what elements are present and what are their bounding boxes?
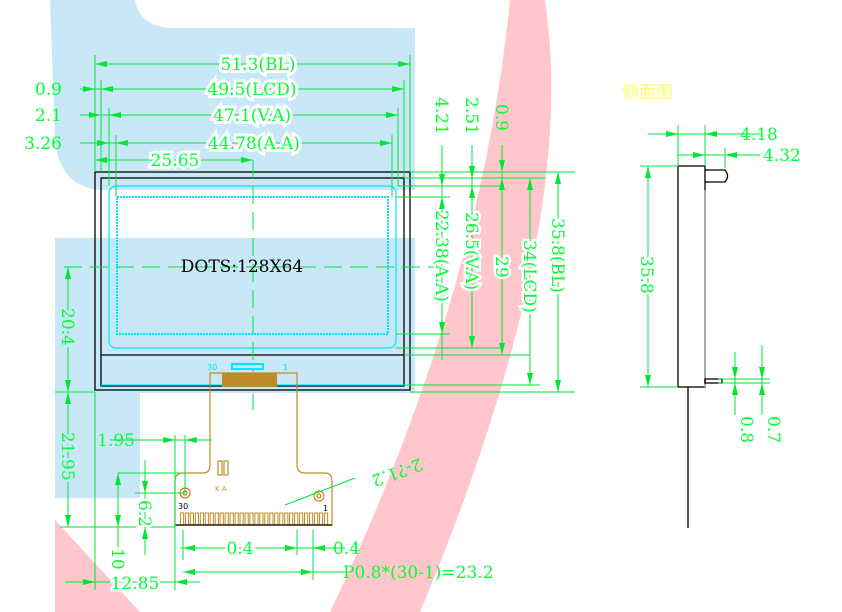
dim-aa-top: 4.21 xyxy=(431,97,451,135)
fpc-hole-right xyxy=(313,490,325,502)
dim-va-width: 47.1(V.A) xyxy=(213,106,291,126)
dim-side-thickness-2: 4.32 xyxy=(763,146,801,166)
gold-finger xyxy=(274,512,279,526)
gold-finger xyxy=(309,512,314,526)
gold-finger xyxy=(323,512,329,526)
gold-finger xyxy=(214,512,219,526)
dim-lcd-glass-height: 29 xyxy=(491,256,511,278)
dim-side-pin-b: 0.7 xyxy=(763,416,783,443)
gold-finger xyxy=(254,512,259,526)
gold-finger xyxy=(318,512,324,526)
gold-finger xyxy=(264,512,269,526)
dim-side-height: 35.8 xyxy=(636,256,656,294)
gold-finger xyxy=(269,512,274,526)
watermark-blue-screen xyxy=(100,238,415,393)
arrowheads xyxy=(65,61,765,585)
gold-finger xyxy=(234,512,239,526)
fpc-marker xyxy=(231,363,264,370)
dim-va-offset: 2.1 xyxy=(35,106,62,126)
gold-finger xyxy=(184,512,190,526)
dim-edge-offset: 12.85 xyxy=(111,574,160,594)
side-tab-top xyxy=(705,169,729,183)
dim-lcd-width: 49.5(LCD) xyxy=(207,80,296,100)
fpc-pin-1-bottom: 1 xyxy=(323,504,328,513)
side-tab-bottom xyxy=(704,378,723,384)
gold-finger xyxy=(279,512,284,526)
dim-lcd-offset: 0.9 xyxy=(35,80,62,100)
gold-finger xyxy=(259,512,264,526)
dimension-labels: 51.3(BL) 49.5(LCD) 47.1(V.A) 44.78(A.A) … xyxy=(24,52,801,597)
gold-finger xyxy=(199,512,205,526)
gold-finger xyxy=(304,512,309,526)
fpc-connector-pads xyxy=(222,373,277,387)
fpc-pin-30-bottom: 30 xyxy=(178,502,188,511)
dim-side-thickness-1: 4.18 xyxy=(740,125,778,145)
gold-finger xyxy=(219,512,224,526)
gold-finger xyxy=(239,512,244,526)
dim-pad-width-left: 0.4 xyxy=(226,539,253,559)
fpc-pin-30-top: 30 xyxy=(207,363,217,372)
side-view: 侧面图 xyxy=(622,83,770,528)
dim-bl-height: 35.8(BL) xyxy=(547,218,567,293)
dim-center-bottom: 20.4 xyxy=(57,308,77,346)
dim-lcd-height: 34(LCD) xyxy=(519,240,539,313)
display-dots-label: DOTS:128X64 xyxy=(181,257,303,277)
watermark-red-arc xyxy=(330,0,552,612)
dim-lcd-top: 0.9 xyxy=(491,104,511,131)
dim-fpc-length: 21.95 xyxy=(57,432,77,481)
side-body xyxy=(677,165,706,388)
dim-bl-width: 51.3(BL) xyxy=(221,55,296,75)
dim-hole-height: 6.2 xyxy=(134,500,154,527)
fpc-pin-1-top: 1 xyxy=(283,363,288,372)
dim-hole-offset: 1.95 xyxy=(97,431,135,451)
gold-finger xyxy=(249,512,254,526)
gold-finger xyxy=(289,512,294,526)
dim-aa-width: 44.78(A.A) xyxy=(208,134,300,154)
dimension-lines xyxy=(55,55,575,590)
dim-tail-height: 10 xyxy=(107,548,127,570)
gold-finger xyxy=(284,512,289,526)
gold-finger xyxy=(224,512,229,526)
dim-pitch: P0.8*(30-1)=23.2 xyxy=(343,563,494,583)
gold-finger xyxy=(229,512,234,526)
gold-finger xyxy=(299,512,304,526)
gold-finger xyxy=(209,512,214,526)
gold-finger xyxy=(204,512,209,526)
dim-side-pin-a: 0.8 xyxy=(736,416,756,443)
gold-finger xyxy=(194,512,200,526)
dim-va-top: 2.51 xyxy=(461,97,481,135)
fpc-cable: 30 1 K A 30 1 xyxy=(174,363,333,526)
gold-finger xyxy=(244,512,249,526)
side-view-title: 侧面图 xyxy=(622,83,673,103)
gold-finger xyxy=(179,512,185,526)
watermark-red-corner xyxy=(55,520,140,612)
dim-aa-offset: 3.26 xyxy=(24,134,62,154)
watermark xyxy=(50,0,552,612)
dim-va-height: 26.5(V.A) xyxy=(461,212,481,290)
gold-finger xyxy=(314,512,319,526)
dim-pad-width-right: 0.4 xyxy=(333,539,360,559)
fpc-ka-marking: K A xyxy=(215,485,227,493)
gold-finger xyxy=(189,512,195,526)
gold-finger xyxy=(294,512,299,526)
dim-center-offset: 25.65 xyxy=(151,151,200,171)
dim-aa-height: 22.38(A.A) xyxy=(431,210,451,302)
fpc-gold-fingers xyxy=(179,512,329,526)
